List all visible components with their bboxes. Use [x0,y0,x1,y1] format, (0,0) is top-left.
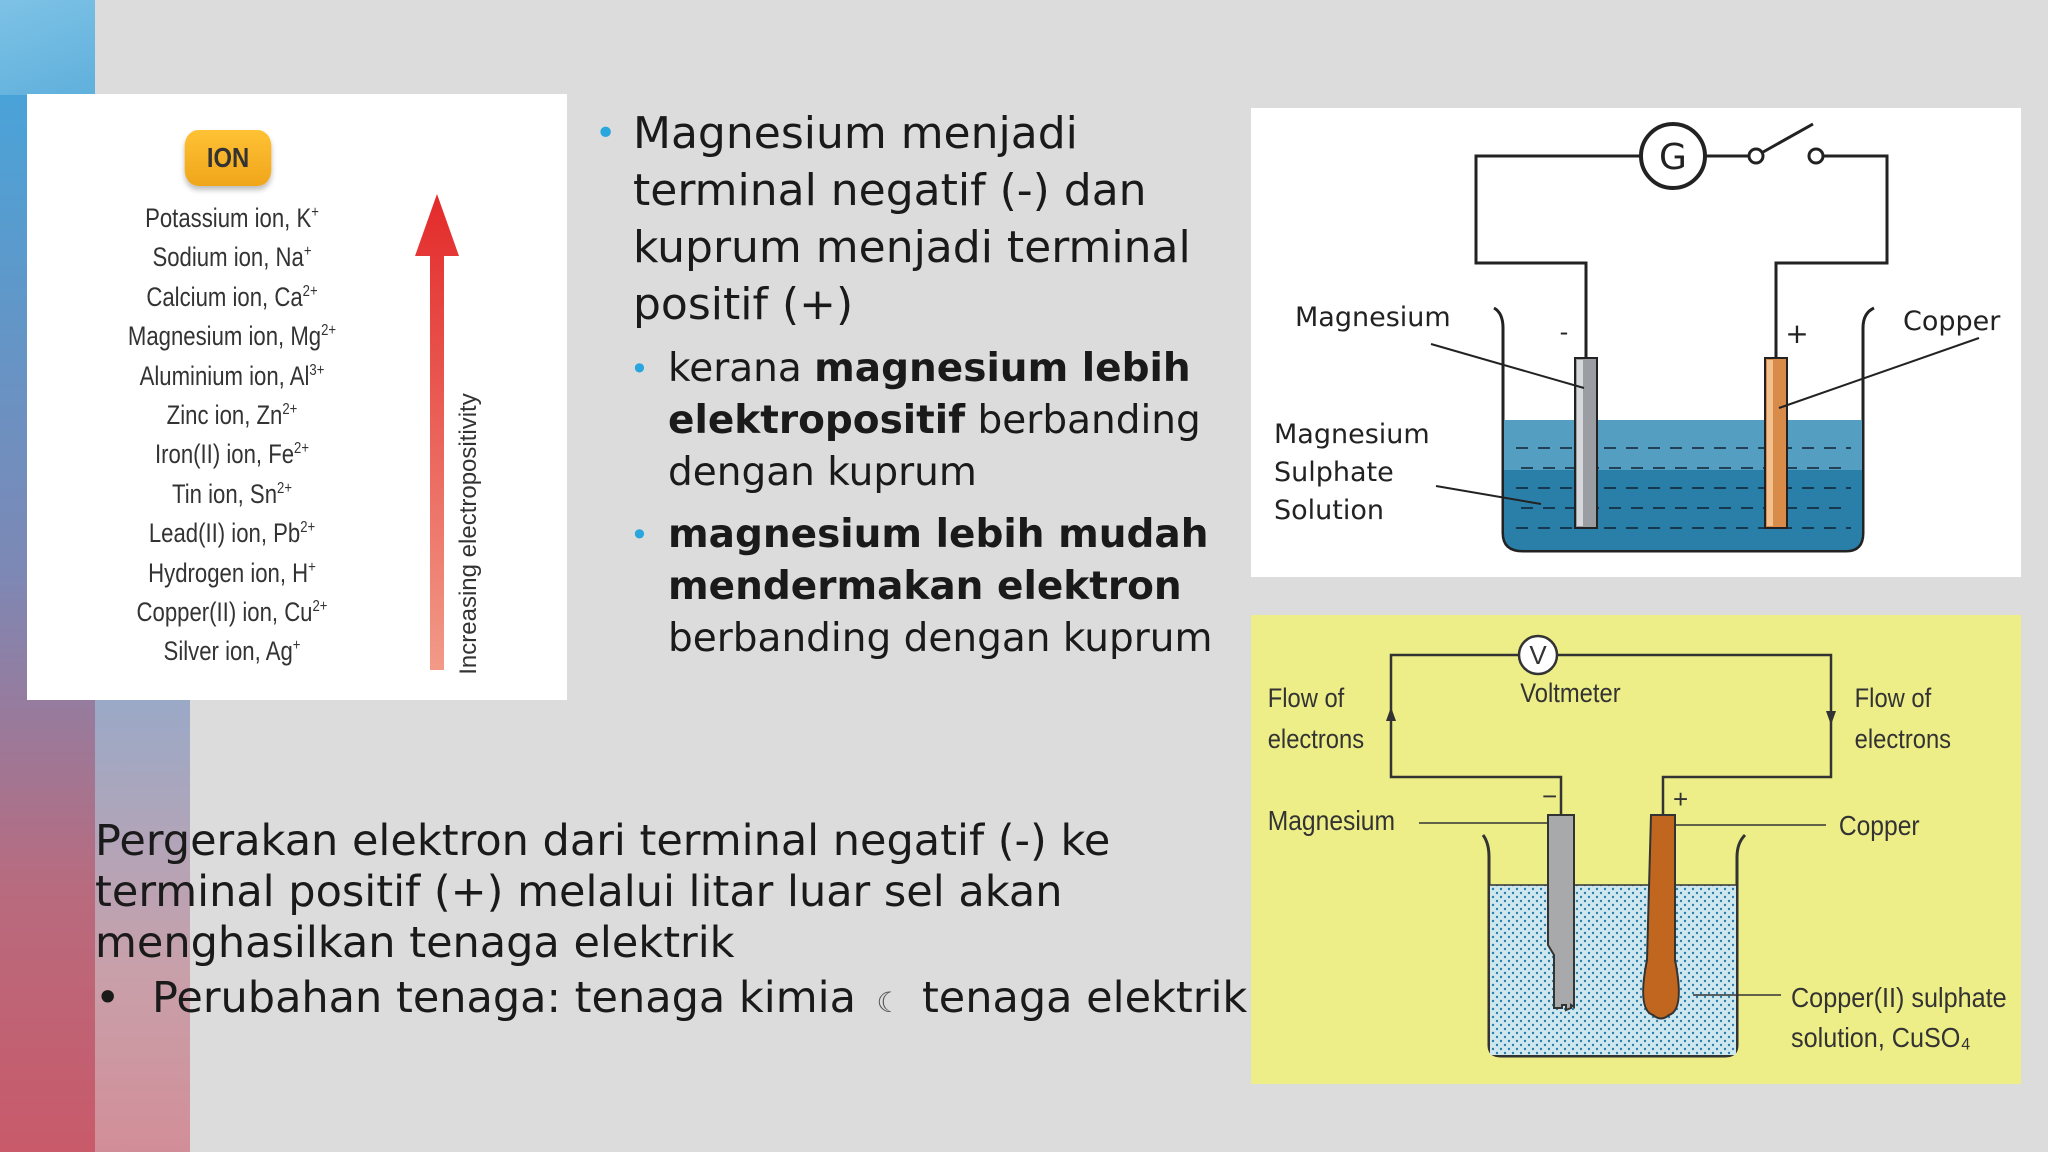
galvanometer-cell-diagram: G - + Magnesium Copper Magnesium Sulphat… [1251,108,2021,577]
ion-charge: 2+ [302,282,318,300]
positive-sign: + [1673,784,1688,814]
flow-arrow-up-icon [1386,707,1396,721]
electropositivity-arrow-icon [415,194,459,670]
bullet-sub-1-bold: magnesium lebih elektropositif [668,346,1191,443]
ion-charge: 2+ [282,400,298,418]
ion-item: Potassium ion, K+ [113,199,351,238]
wire-left [1474,154,1651,267]
bullet-sub-1-pre: kerana [668,346,815,391]
label-solution-3: Solution [1274,495,1384,526]
label-flow-right-2: electrons [1855,725,1951,755]
wire-right [1774,154,1889,267]
ion-item: Copper(II) ion, Cu2+ [113,593,351,632]
ion-name: Hydrogen ion, H [148,557,309,588]
positive-sign: + [1785,317,1808,350]
switch-contact-icon [1807,147,1825,165]
label-flow-left-1: Flow of [1268,684,1345,714]
bullet-sub-1-post: berbanding dengan kuprum [668,398,1201,495]
ion-item: Lead(II) ion, Pb2+ [113,514,351,553]
label-magnesium: Magnesium [1268,805,1395,837]
wire-left [1389,653,1563,815]
ion-charge: + [311,204,319,221]
ion-name: Iron(II) ion, Fe [154,439,295,470]
energy-arrow-icon: ☾ [876,986,902,1019]
ion-item: Aluminium ion, Al3+ [113,357,351,396]
beaker [1493,306,1875,553]
bullet-sub-1: kerana magnesium lebih elektropositif be… [595,343,1235,499]
galvanometer-symbol: G [1659,137,1687,178]
label-flow-left-2: electrons [1268,725,1364,755]
bottom-paragraph: Pergerakan elektron dari terminal negati… [95,816,1111,968]
ion-charge: 3+ [309,361,325,379]
ion-name: Zinc ion, Zn [166,399,283,430]
galvanometer-icon [1639,122,1707,190]
label-copper: Copper [1903,306,2001,337]
ion-item: Iron(II) ion, Fe2+ [113,435,351,474]
voltmeter-cell-diagram: V Voltmeter Flow of electrons Flow of el… [1251,615,2021,1084]
ion-charge: 2+ [312,597,328,615]
ion-item: Sodium ion, Na+ [113,238,351,277]
ion-name: Copper(II) ion, Cu [136,596,313,627]
ion-name: Tin ion, Sn [171,478,278,509]
label-solution-2: Sulphate [1274,457,1394,488]
copper-sulphate-solution [1490,885,1736,1055]
magnesium-electrode [1547,814,1575,1012]
energy-from: Perubahan tenaga: tenaga kimia [152,973,856,1023]
ion-charge: 2+ [321,322,337,340]
label-solution-1: Magnesium [1274,419,1430,450]
bullet-sub-2-post: berbanding dengan kuprum [668,616,1213,661]
ion-charge: 2+ [300,519,316,537]
explanation-bullets: Magnesium menjadi terminal negatif (-) d… [595,105,1235,675]
voltmeter-icon [1517,634,1559,676]
label-solution-2: solution, CuSO₄ [1791,1022,1971,1054]
switch-lever-icon [1755,122,1814,158]
ion-name: Lead(II) ion, Pb [148,518,301,549]
ion-charge: 2+ [294,440,310,458]
ion-header-badge: ION [184,130,272,186]
bullet-sub-2-bold: magnesium lebih mudah mendermakan elektr… [668,512,1209,609]
ion-list: Potassium ion, K+Sodium ion, Na+Calcium … [87,199,377,672]
copper-electrode [1642,814,1680,1020]
left-gradient-bar-inner [95,700,190,1152]
ion-item: Hydrogen ion, H+ [113,554,351,593]
ion-item: Calcium ion, Ca2+ [113,278,351,317]
ion-name: Sodium ion, Na [152,242,304,273]
label-voltmeter: Voltmeter [1520,679,1621,709]
energy-to: tenaga elektrik [921,973,1248,1023]
ion-charge: + [308,558,316,576]
corner-accent [0,0,95,95]
ion-item: Zinc ion, Zn2+ [113,396,351,435]
label-copper: Copper [1839,810,1920,842]
label-solution-1: Copper(II) sulphate [1791,982,2007,1014]
bullet-main: Magnesium menjadi terminal negatif (-) d… [595,105,1235,333]
ion-item: Silver ion, Ag+ [113,632,351,671]
ion-charge: + [303,243,312,261]
label-magnesium: Magnesium [1295,302,1451,333]
ion-electropositivity-table: ION Potassium ion, K+Sodium ion, Na+Calc… [27,94,567,700]
ion-name: Calcium ion, Ca [146,281,303,312]
arrow-label: Increasing electropositivity [455,393,482,675]
negative-sign: − [1542,781,1557,811]
bullet-dot: • [95,973,121,1023]
beaker [1481,833,1747,1058]
ion-name: Magnesium ion, Mg [127,321,322,352]
ion-name: Silver ion, Ag [163,636,293,667]
wire-right [1557,653,1833,815]
ion-item: Tin ion, Sn2+ [113,475,351,514]
negative-sign: - [1560,318,1569,346]
label-flow-right-1: Flow of [1855,684,1932,714]
ion-name: Potassium ion, K [145,203,312,233]
flow-arrow-down-icon [1826,711,1836,725]
voltmeter-symbol: V [1529,640,1547,670]
ion-charge: + [292,637,301,655]
ion-item: Magnesium ion, Mg2+ [113,317,351,356]
switch-contact-icon [1747,147,1765,165]
ion-name: Aluminium ion, Al [139,360,310,391]
energy-change-bullet: • Perubahan tenaga: tenaga kimia ☾ tenaga e… [95,970,1247,1031]
bullet-sub-2: magnesium lebih mudah mendermakan elektr… [595,509,1235,665]
ion-charge: 2+ [277,479,292,497]
